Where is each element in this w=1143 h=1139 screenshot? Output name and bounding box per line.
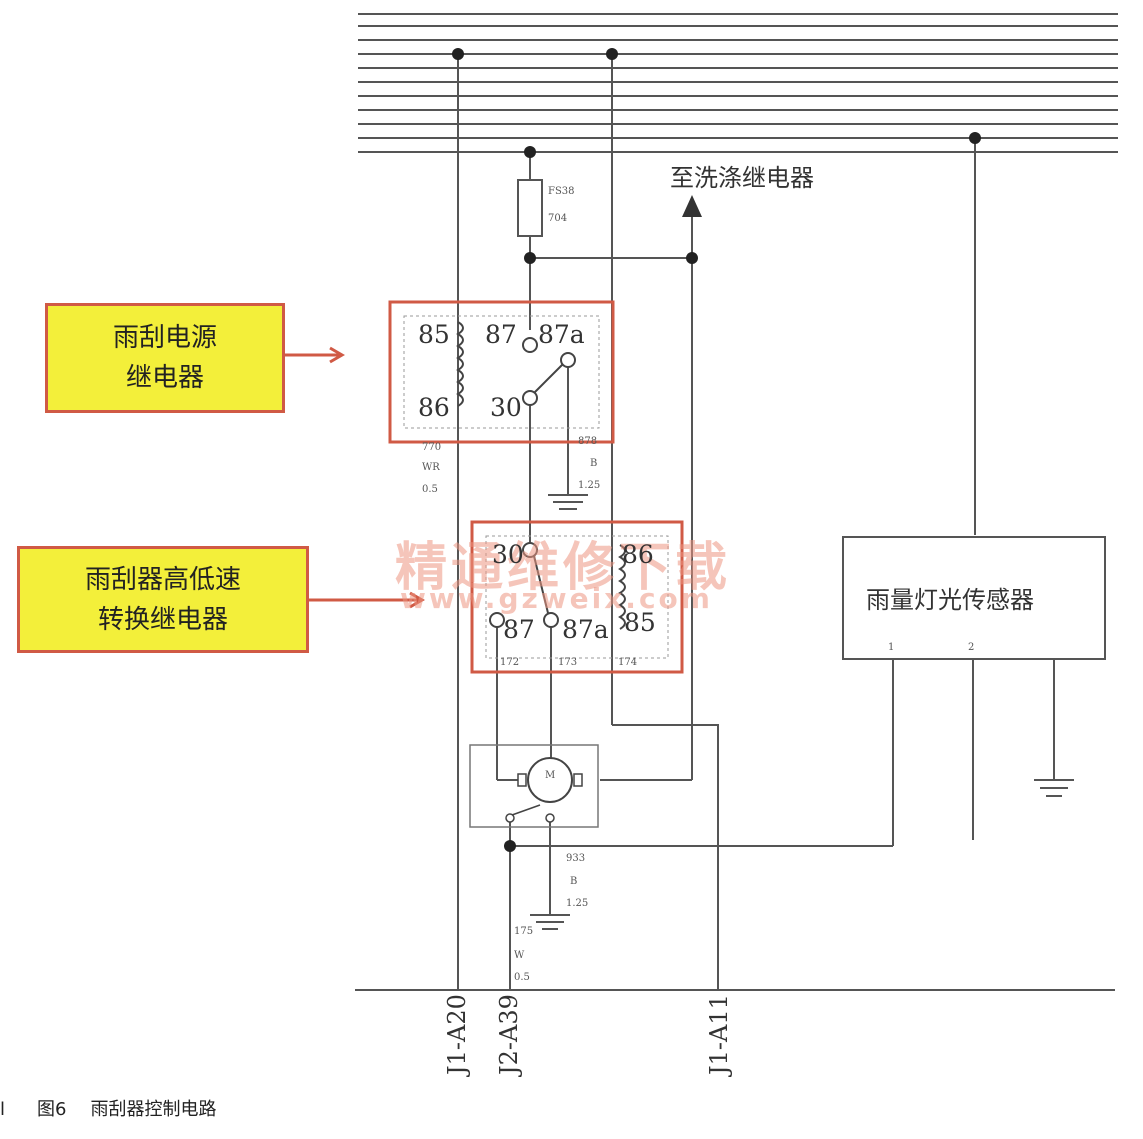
callout-speed-relay: 雨刮器高低速 转换继电器 bbox=[17, 546, 309, 653]
pin-label: 30 bbox=[490, 393, 522, 422]
wire-code: 0.5 bbox=[422, 484, 438, 495]
wire-code: W bbox=[514, 950, 525, 961]
motor-symbol: M bbox=[545, 770, 556, 781]
relay-coil-icon bbox=[618, 544, 626, 630]
pin-label: 87a bbox=[538, 320, 585, 349]
sensor-pin-label: 1 bbox=[888, 642, 895, 653]
relay-coil-icon bbox=[456, 321, 464, 407]
connector-j1-a20: J1-A20 bbox=[443, 994, 471, 1075]
rain-light-sensor-label: 雨量灯光传感器 bbox=[866, 586, 1034, 614]
speed-relay-inner bbox=[485, 535, 669, 659]
wire-code: B bbox=[590, 458, 598, 469]
wire-code: 173 bbox=[558, 657, 578, 668]
pin-label: 30 bbox=[492, 540, 524, 569]
wire-code: B bbox=[570, 876, 578, 887]
wire-code: 174 bbox=[618, 657, 638, 668]
wire-code: 1.25 bbox=[578, 480, 601, 491]
arrow-up-icon bbox=[682, 195, 702, 217]
callout-text: 雨刮电源 bbox=[112, 323, 217, 353]
wire-code: 0.5 bbox=[514, 972, 530, 983]
motor-icon bbox=[527, 757, 573, 803]
wire-code: 172 bbox=[500, 657, 520, 668]
pin-label: 86 bbox=[418, 393, 450, 422]
callout-power-relay: 雨刮电源 继电器 bbox=[45, 303, 285, 413]
callout-text: 继电器 bbox=[125, 363, 204, 393]
wire-code: 770 bbox=[422, 442, 442, 453]
to-washer-relay-label: 至洗涤继电器 bbox=[670, 164, 814, 192]
caption-title: 雨刮器控制电路 bbox=[90, 1099, 217, 1120]
watermark-url: www.gzweix.com bbox=[400, 582, 713, 615]
connector-j1-a11: J1-A11 bbox=[705, 994, 733, 1075]
wire-code: 933 bbox=[566, 853, 586, 864]
pin-label: 85 bbox=[418, 320, 450, 349]
wire-code: WR bbox=[422, 462, 440, 473]
fuse-label: FS38 bbox=[548, 186, 575, 197]
fuse-symbol bbox=[517, 179, 543, 237]
rain-light-sensor-box bbox=[842, 536, 1106, 660]
pin-label: 87a bbox=[562, 615, 609, 644]
pin-label: 87 bbox=[503, 615, 535, 644]
watermark-text: 精通维修下载 bbox=[395, 537, 732, 598]
power-relay-inner bbox=[403, 315, 600, 429]
fuse-amp-label: 704 bbox=[548, 213, 568, 224]
pin-label: 86 bbox=[622, 540, 654, 569]
sensor-pin-label: 2 bbox=[968, 642, 975, 653]
callout-text: 雨刮器高低速 bbox=[84, 564, 241, 595]
speed-relay-box bbox=[470, 520, 684, 674]
wire-code: 1.25 bbox=[566, 898, 589, 909]
figure-caption: l 图6 雨刮器控制电路 bbox=[0, 1095, 216, 1121]
pin-label: 87 bbox=[485, 320, 517, 349]
relay-switch-icon bbox=[533, 363, 564, 394]
wire-code: 175 bbox=[514, 926, 534, 937]
park-switch-icon bbox=[511, 804, 541, 816]
caption-mark: l bbox=[0, 1099, 6, 1120]
bus-lines bbox=[355, 13, 1118, 991]
pin-label: 85 bbox=[624, 608, 656, 637]
junction-dots bbox=[452, 48, 981, 852]
connector-j2-a39: J2-A39 bbox=[495, 994, 523, 1075]
relay-switch-icon bbox=[533, 555, 549, 614]
wiper-motor-box bbox=[469, 744, 599, 828]
caption-figure-number: 图6 bbox=[37, 1099, 67, 1120]
callout-text: 转换继电器 bbox=[97, 604, 228, 635]
power-relay-box bbox=[388, 300, 615, 444]
callout-arrows bbox=[285, 346, 425, 609]
wire-code: 878 bbox=[578, 436, 598, 447]
